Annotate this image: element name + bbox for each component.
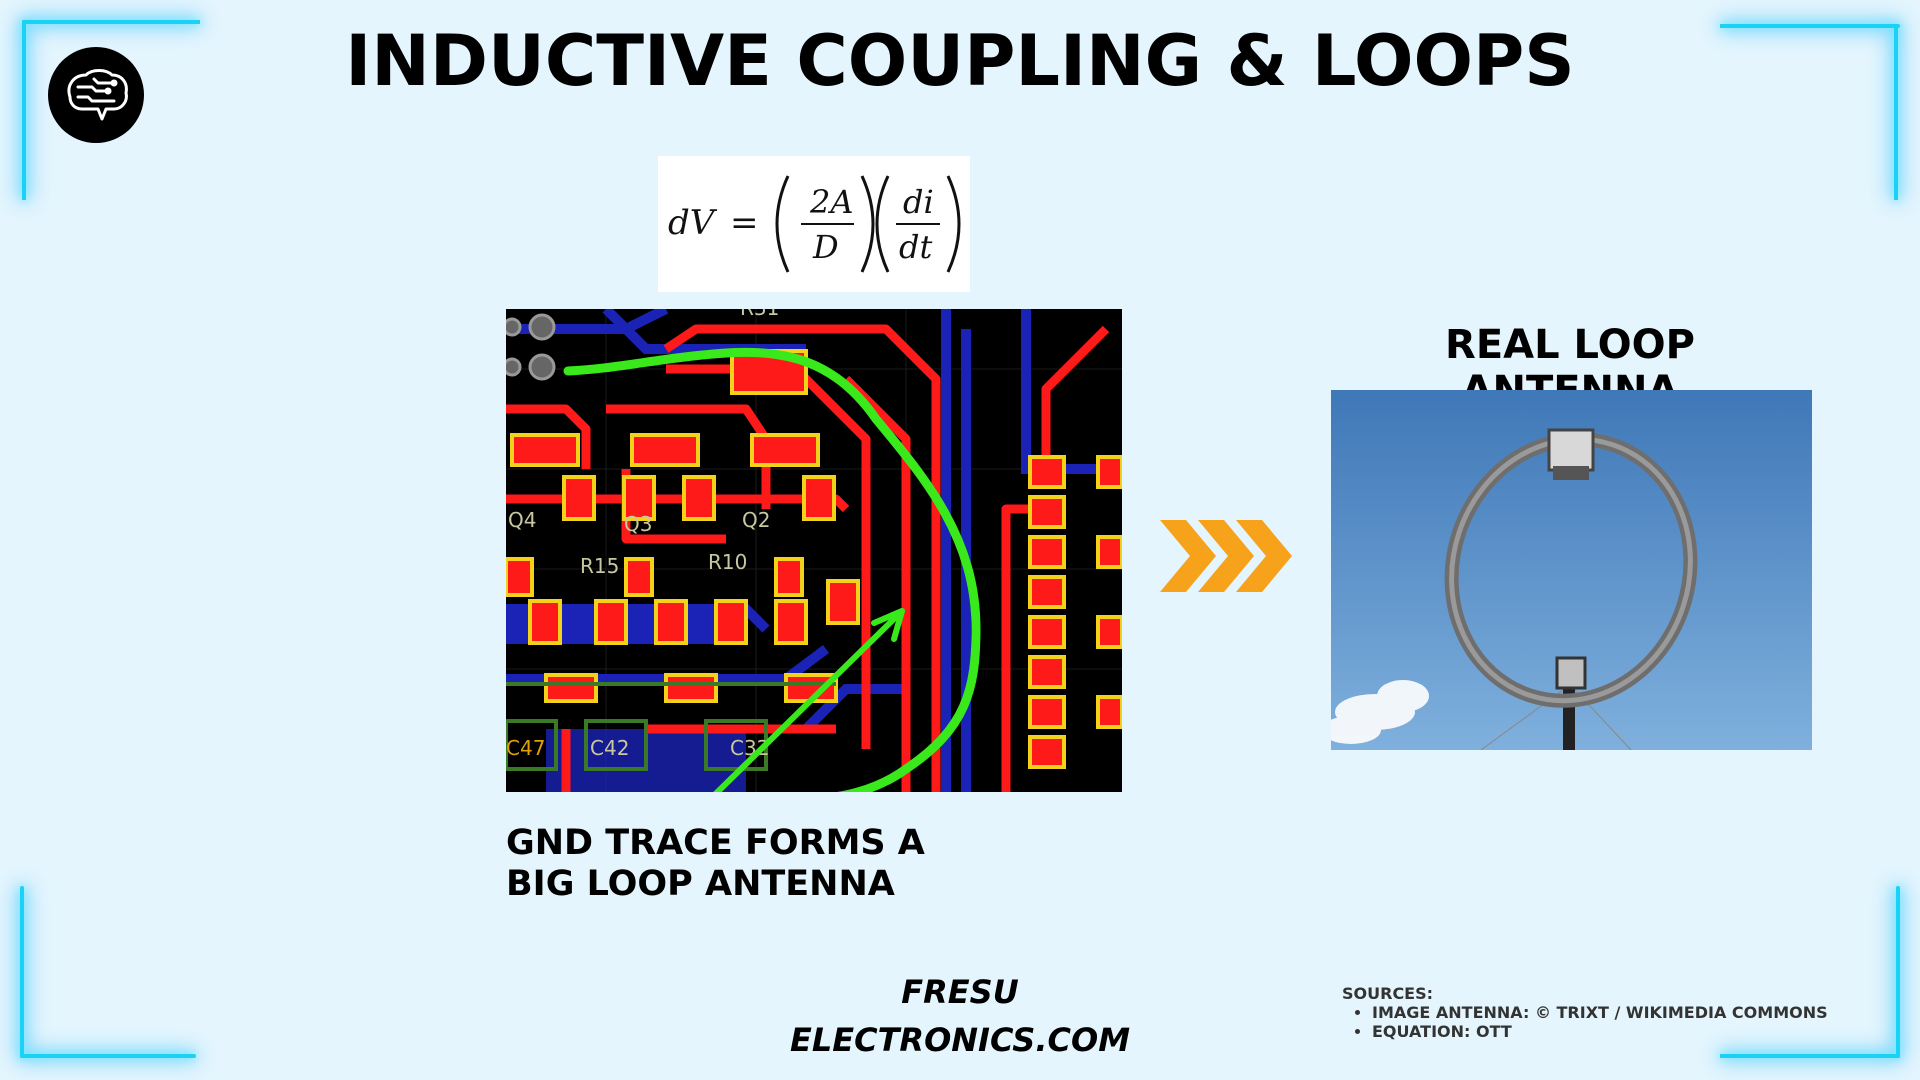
- pcb-label-c47: C47: [506, 736, 545, 760]
- pcb-label-q2: Q2: [742, 508, 770, 532]
- brain-circuit-icon: [48, 47, 144, 143]
- equation-lhs: dV: [668, 203, 718, 243]
- frame-corner-top-left: [22, 20, 200, 200]
- frame-corner-top-right: [1720, 24, 1900, 200]
- equation-frac2-den: dt: [899, 228, 932, 266]
- highlight-arrow: [689, 608, 905, 820]
- pcb-layout-image: R31 Q4 Q3 Q2 R15 R10 C47 C42 C32: [502, 296, 1124, 820]
- pcb-caption: GND TRACE FORMS A BIG LOOP ANTENNA: [506, 823, 1026, 905]
- pcb-caption-line-1: GND TRACE FORMS A: [506, 823, 925, 863]
- brand-footer: FRESU ELECTRONICS.COM: [790, 968, 1130, 1064]
- source-item: IMAGE ANTENNA: © TRIXT / WIKIMEDIA COMMO…: [1372, 1003, 1862, 1022]
- loop-antenna-photo: [1331, 390, 1812, 750]
- equation-frac1-den: D: [812, 228, 839, 266]
- pcb-label-r10: R10: [708, 550, 747, 574]
- equation-frac2-num: di: [903, 183, 934, 221]
- pcb-label-q3: Q3: [624, 512, 652, 536]
- page-title: INDUCTIVE COUPLING & LOOPS: [345, 20, 1575, 102]
- equation-frac1-num: 2A: [809, 183, 853, 221]
- frame-corner-bottom-left: [20, 886, 196, 1058]
- sources-block: SOURCES: IMAGE ANTENNA: © TRIXT / WIKIME…: [1342, 984, 1862, 1041]
- pcb-label-c42: C42: [590, 736, 629, 760]
- source-item: EQUATION: OTT: [1372, 1022, 1862, 1041]
- brand-line-1: FRESU: [901, 973, 1019, 1011]
- brand-line-2: ELECTRONICS.COM: [790, 1021, 1131, 1059]
- equation-equals: =: [730, 203, 759, 243]
- frame-corner-bottom-right: [1720, 886, 1900, 1058]
- sources-heading: SOURCES:: [1342, 984, 1434, 1003]
- pcb-label-r31: R31: [740, 309, 779, 320]
- pcb-caption-line-2: BIG LOOP ANTENNA: [506, 864, 895, 904]
- equation-box: dV = 2A D di dt: [658, 156, 970, 292]
- pcb-label-q4: Q4: [508, 508, 536, 532]
- pcb-label-r15: R15: [580, 554, 619, 578]
- chevron-right-triple-icon: [1160, 520, 1292, 592]
- gnd-loop-highlight: [563, 347, 981, 802]
